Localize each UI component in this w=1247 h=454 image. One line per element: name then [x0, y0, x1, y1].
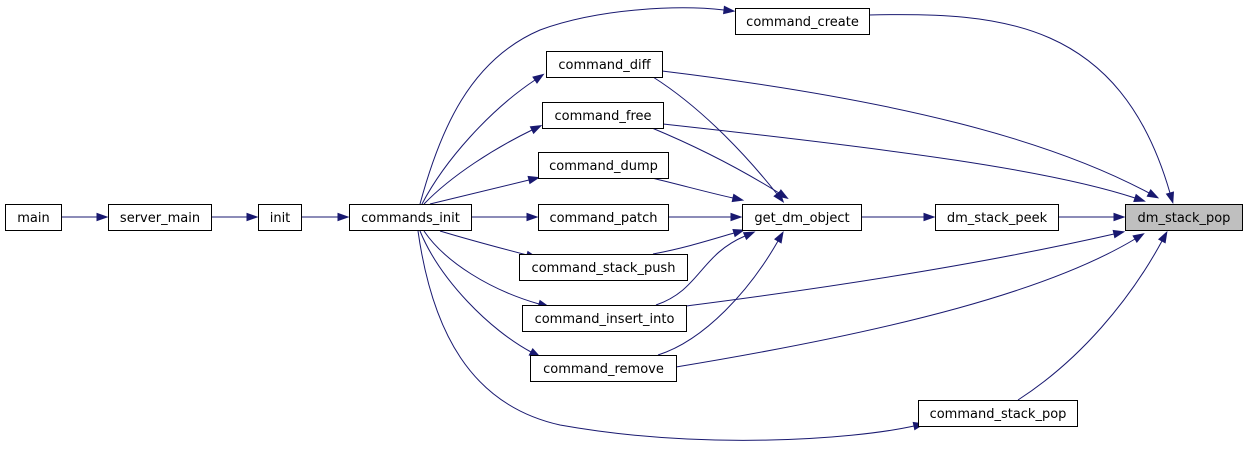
node-label: dm_stack_peek: [947, 211, 1048, 226]
edge-commands-init-to-command-free: [423, 124, 543, 205]
node-init[interactable]: init: [258, 204, 302, 231]
node-server-main[interactable]: server_main: [108, 204, 212, 231]
edge-commands-init-to-command-diff: [421, 73, 545, 205]
node-command-create[interactable]: command_create: [735, 8, 870, 35]
node-dm-stack-peek[interactable]: dm_stack_peek: [935, 204, 1059, 231]
node-label: command_dump: [549, 159, 658, 174]
edge-dm-stack-peek-to-dm-stack-pop: [1059, 212, 1126, 222]
edge-command-stack-pop-to-dm-stack-pop: [1017, 230, 1168, 401]
edge-command-patch-to-get-dm-object: [668, 212, 743, 222]
node-command-patch[interactable]: command_patch: [538, 204, 669, 231]
node-command-dump[interactable]: command_dump: [538, 152, 669, 179]
edges-layer: [61, 5, 1174, 441]
edge-init-to-commands-init: [302, 212, 350, 222]
node-label: init: [270, 211, 291, 226]
edge-server-main-to-init: [212, 212, 259, 222]
node-label: dm_stack_pop: [1138, 211, 1231, 226]
node-label: main: [17, 211, 49, 226]
edge-command-create-to-dm-stack-pop: [868, 14, 1174, 205]
edge-commands-init-to-command-patch: [472, 212, 539, 222]
node-command-stack-push[interactable]: command_stack_push: [519, 254, 688, 281]
edge-commands-init-to-command-remove: [419, 230, 542, 358]
node-label: commands_init: [361, 211, 460, 226]
edge-command-stack-push-to-get-dm-object: [652, 229, 746, 255]
nodes-layer: main server_main init commands_init command_…: [5, 8, 1243, 427]
edge-command-free-to-get-dm-object: [651, 127, 789, 200]
edge-command-remove-to-dm-stack-pop: [675, 233, 1145, 368]
node-label: command_stack_push: [532, 261, 676, 276]
node-main[interactable]: main: [5, 204, 62, 231]
node-label: command_insert_into: [535, 312, 675, 327]
node-command-remove[interactable]: command_remove: [530, 355, 677, 382]
node-label: command_create: [746, 15, 859, 30]
node-label: command_diff: [558, 58, 651, 73]
edge-command-insert-into-to-get-dm-object: [655, 231, 756, 306]
node-label: command_remove: [543, 362, 664, 377]
node-command-stack-pop[interactable]: command_stack_pop: [918, 400, 1078, 427]
node-label: command_free: [554, 109, 651, 124]
node-command-free[interactable]: command_free: [542, 102, 664, 129]
edge-command-insert-into-to-dm-stack-pop: [685, 229, 1126, 307]
edge-command-dump-to-get-dm-object: [651, 177, 745, 203]
node-label: server_main: [120, 211, 200, 226]
node-commands-init[interactable]: commands_init: [349, 204, 472, 231]
edge-command-free-to-dm-stack-pop: [662, 123, 1146, 202]
edge-commands-init-to-command-create: [419, 5, 736, 205]
node-dm-stack-pop: dm_stack_pop: [1125, 204, 1243, 231]
node-command-diff[interactable]: command_diff: [546, 51, 663, 78]
node-get-dm-object[interactable]: get_dm_object: [742, 204, 862, 231]
edge-command-diff-to-dm-stack-pop: [661, 70, 1160, 199]
node-label: get_dm_object: [754, 211, 849, 226]
edge-main-to-server-main: [61, 212, 109, 222]
edge-command-remove-to-get-dm-object: [657, 231, 784, 356]
node-command-insert-into[interactable]: command_insert_into: [522, 305, 687, 332]
node-label: command_patch: [549, 211, 657, 226]
edge-get-dm-object-to-dm-stack-peek: [862, 212, 936, 222]
edge-commands-init-to-command-dump: [429, 175, 541, 205]
node-label: command_stack_pop: [930, 407, 1067, 422]
